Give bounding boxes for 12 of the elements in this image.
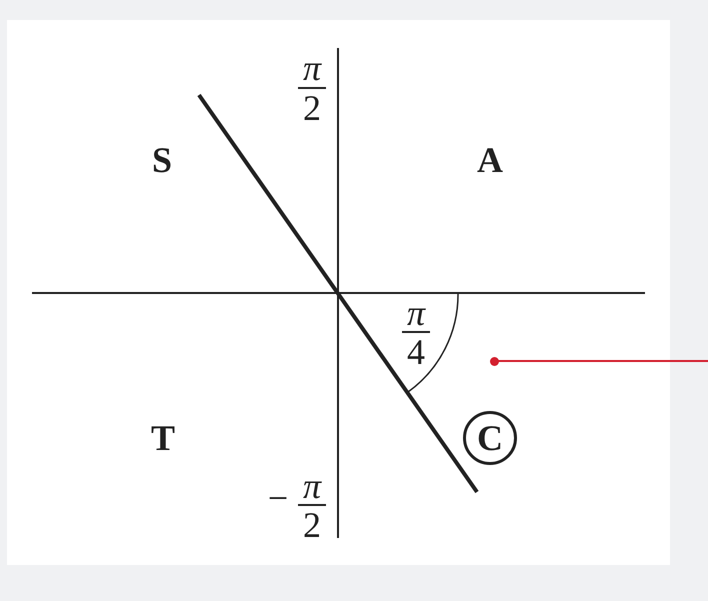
circled-letter: C xyxy=(463,411,517,465)
quadrant-letter: A xyxy=(477,142,503,178)
denominator: 2 xyxy=(303,90,321,126)
denominator: 2 xyxy=(303,507,321,543)
leader-line xyxy=(498,360,708,362)
quadrant-letter: T xyxy=(151,420,175,456)
minus-sign: − xyxy=(268,480,288,516)
math-symbol: π xyxy=(406,295,426,331)
math-symbol: π xyxy=(302,50,322,86)
quadrant-letter: S xyxy=(152,142,172,178)
math-symbol: π xyxy=(302,468,322,504)
denominator: 4 xyxy=(407,334,425,370)
